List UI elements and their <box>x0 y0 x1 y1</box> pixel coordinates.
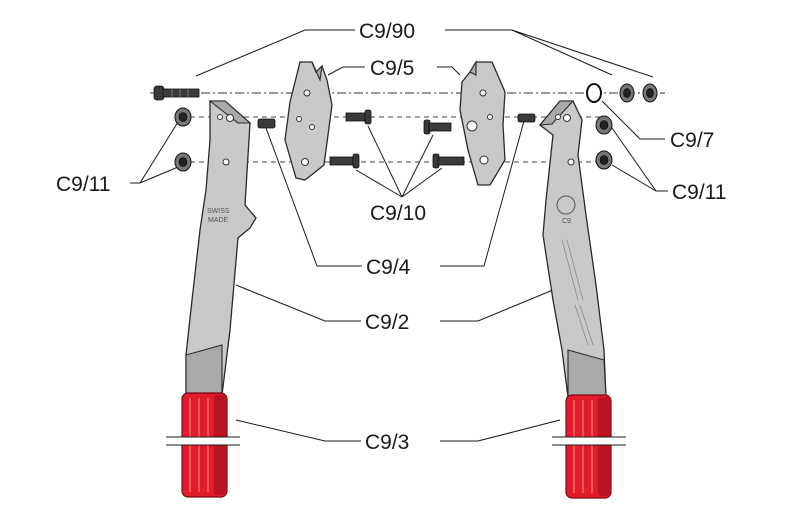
right-engraving-model: C9 <box>562 218 571 225</box>
leader-c9-2-left <box>235 284 361 322</box>
leader-c9-4-right <box>440 120 525 267</box>
right-handle-hole-2 <box>555 114 561 120</box>
leader-c9-2-right <box>440 284 566 322</box>
label-c9-90: C9/90 <box>359 20 415 43</box>
leader-c9-90-right-b <box>511 29 654 78</box>
label-c9-3: C9/3 <box>365 431 409 454</box>
pivot-bolt-shank <box>162 88 200 98</box>
right-jaw-body <box>459 61 506 186</box>
right-handle-hole-3 <box>567 158 575 166</box>
leader-c9-3-left <box>235 419 361 442</box>
label-c9-7: C9/7 <box>670 129 714 152</box>
leader-c9-10-a <box>367 125 403 198</box>
right-handle-logo-ring <box>556 195 576 215</box>
left-jaw-tip <box>311 61 323 82</box>
left-jaw-hole-1 <box>303 89 311 97</box>
leader-c9-5-right <box>437 66 461 76</box>
left-handle-hole-1 <box>226 114 234 122</box>
leader-c9-3-right <box>440 419 561 442</box>
leader-c9-10-b <box>355 169 403 198</box>
right-grip-break-gap <box>552 437 626 445</box>
right-jaw-hole-3 <box>487 114 493 120</box>
screw-lower-left <box>329 156 357 166</box>
side-nuts <box>174 107 613 172</box>
right-jaw-hole-2 <box>466 120 478 132</box>
pivot-hardware-right <box>586 83 658 103</box>
leader-c9-10-c <box>401 134 434 198</box>
part-labels: C9/90 C9/5 C9/7 C9/11 C9/11 C9/10 C9/4 C… <box>56 20 726 454</box>
left-handle-hole-3 <box>222 158 230 166</box>
left-handle-hole-2 <box>217 114 223 120</box>
alignment-lines <box>150 92 665 163</box>
left-jaw <box>284 61 333 181</box>
leader-lines <box>130 29 668 442</box>
left-jaw-hole-2 <box>296 116 302 122</box>
right-jaw <box>459 60 506 186</box>
left-grip-break-gap <box>166 437 240 445</box>
left-handle-body <box>185 100 257 396</box>
set-screws <box>257 113 536 129</box>
label-c9-11-left: C9/11 <box>56 173 110 196</box>
right-engraving-text-1 <box>561 239 579 301</box>
leader-c9-90-left <box>195 29 355 77</box>
label-c9-5: C9/5 <box>370 57 414 80</box>
leader-c9-5-left <box>327 66 365 76</box>
right-handle: C9 <box>538 100 607 398</box>
right-handle-body <box>539 100 607 398</box>
left-handle: SWISS MADE <box>185 100 257 396</box>
leader-c9-90-right-a <box>445 29 613 76</box>
left-jaw-hole-4 <box>301 158 309 166</box>
right-engraving-text-4 <box>579 304 594 346</box>
set-screw-left <box>257 118 276 129</box>
label-c9-11-right: C9/11 <box>672 181 726 204</box>
leader-c9-11-left-b <box>139 166 179 184</box>
leader-c9-7 <box>601 100 665 140</box>
left-jaw-hole-3 <box>309 124 315 130</box>
label-c9-10: C9/10 <box>370 202 426 225</box>
right-jaw-hole-4 <box>479 155 489 165</box>
right-engraving-text-2 <box>566 239 584 301</box>
label-c9-4: C9/4 <box>366 256 411 279</box>
left-engraving-line2: MADE <box>208 217 229 224</box>
left-engraving-line1: SWISS <box>207 208 230 215</box>
left-grip <box>166 392 240 498</box>
right-jaw-tip <box>469 60 477 76</box>
leader-c9-4-left <box>265 127 362 267</box>
right-jaw-hole-1 <box>479 89 487 97</box>
right-grip <box>552 394 626 499</box>
pivot-bolt-head <box>153 85 165 101</box>
right-engraving-text-3 <box>574 304 589 346</box>
right-handle-hole-1 <box>563 114 571 122</box>
right-grip-shade <box>598 397 610 496</box>
leader-c9-11-left-a <box>130 121 179 184</box>
pivot-bolt <box>153 85 200 101</box>
set-screw-right <box>517 113 536 123</box>
leader-c9-10-d <box>401 167 443 198</box>
label-c9-2: C9/2 <box>365 311 409 334</box>
jaw-screws <box>329 109 465 169</box>
leader-c9-11-right-b <box>611 164 657 192</box>
washer <box>586 83 602 103</box>
